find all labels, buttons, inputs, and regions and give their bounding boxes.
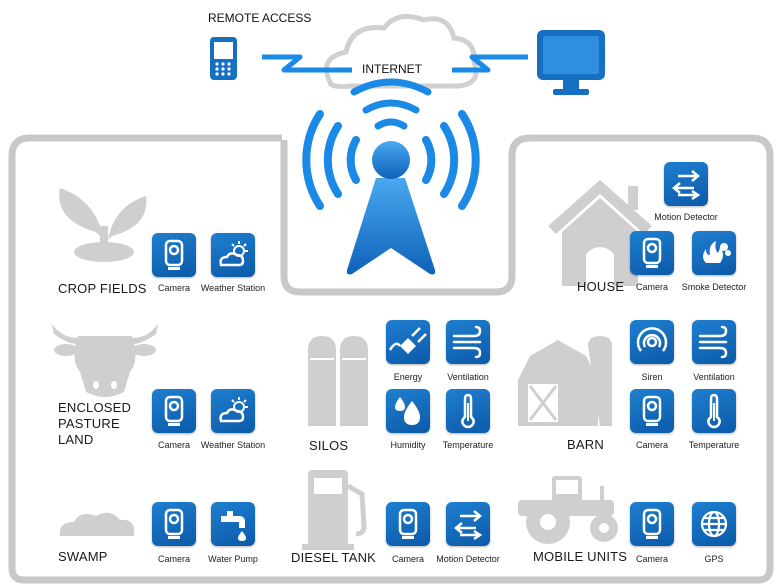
cow-icon [52, 324, 158, 397]
camera-icon[interactable] [386, 502, 430, 546]
smoke-detector-icon[interactable] [692, 231, 736, 275]
device-label: GPS [704, 554, 724, 564]
weather-station-icon[interactable] [211, 389, 255, 433]
swamp-icon [59, 512, 135, 536]
device-label: Smoke Detector [681, 282, 747, 292]
camera-icon[interactable] [152, 233, 196, 277]
pasture-title-line-3: LAND [58, 432, 94, 447]
camera-icon[interactable] [152, 502, 196, 546]
camera-icon[interactable] [630, 502, 674, 546]
motion-detector-icon[interactable] [446, 502, 490, 546]
fuel-pump-icon [302, 470, 367, 550]
motion-detector-icon[interactable] [664, 162, 708, 206]
silos-title: SILOS [309, 438, 349, 453]
device-label: Temperature [688, 440, 740, 450]
device-label: Weather Station [200, 283, 266, 293]
device-label: Camera [157, 283, 190, 293]
device-label: Camera [635, 282, 668, 292]
thermometer-icon[interactable] [446, 389, 490, 433]
crop-fields-title: CROP FIELDS [58, 281, 147, 296]
monitor-link [452, 54, 528, 73]
internet-label: INTERNET [362, 62, 422, 76]
energy-icon[interactable] [386, 320, 430, 364]
ventilation-icon[interactable] [692, 320, 736, 364]
diesel-tank-title: DIESEL TANK [291, 550, 377, 565]
device-label: Motion Detector [654, 212, 718, 222]
house-icon [548, 180, 652, 286]
weather-station-icon[interactable] [211, 233, 255, 277]
remote-access-label: REMOTE ACCESS [208, 11, 312, 25]
device-label: Ventilation [693, 372, 735, 382]
camera-icon[interactable] [630, 389, 674, 433]
device-label: Weather Station [200, 440, 266, 450]
phone-icon [210, 37, 237, 80]
ventilation-icon[interactable] [446, 320, 490, 364]
device-label: Camera [391, 554, 424, 564]
device-label: Camera [635, 554, 668, 564]
mobile-units-title: MOBILE UNITS [533, 549, 628, 564]
gps-globe-icon[interactable] [692, 502, 736, 546]
swamp-title: SWAMP [58, 549, 108, 564]
siren-icon[interactable] [630, 320, 674, 364]
device-label: Camera [157, 554, 190, 564]
silos-icon [308, 336, 368, 426]
house-title: HOUSE [577, 279, 625, 294]
device-label: Temperature [442, 440, 494, 450]
antenna-tower-icon [302, 78, 480, 275]
device-label: Siren [641, 372, 663, 382]
monitor-icon [537, 30, 605, 95]
phone-link [262, 54, 352, 73]
plant-icon [59, 188, 147, 262]
barn-title: BARN [567, 437, 604, 452]
device-label: Camera [157, 440, 190, 450]
device-label: Camera [635, 440, 668, 450]
pasture-title-line-2: PASTURE [58, 416, 120, 431]
device-label: Energy [393, 372, 423, 382]
device-label: Humidity [390, 440, 426, 450]
barn-icon [518, 336, 612, 426]
tractor-icon [518, 476, 618, 544]
pasture-title-line-1: ENCLOSED [58, 400, 132, 415]
water-pump-icon[interactable] [211, 502, 255, 546]
device-label: Ventilation [447, 372, 489, 382]
humidity-icon[interactable] [386, 389, 430, 433]
camera-icon[interactable] [152, 389, 196, 433]
device-label: Motion Detector [436, 554, 500, 564]
network-frame [8, 134, 774, 584]
camera-icon[interactable] [630, 231, 674, 275]
thermometer-icon[interactable] [692, 389, 736, 433]
internet-cloud [324, 13, 479, 89]
device-label: Water Pump [208, 554, 258, 564]
